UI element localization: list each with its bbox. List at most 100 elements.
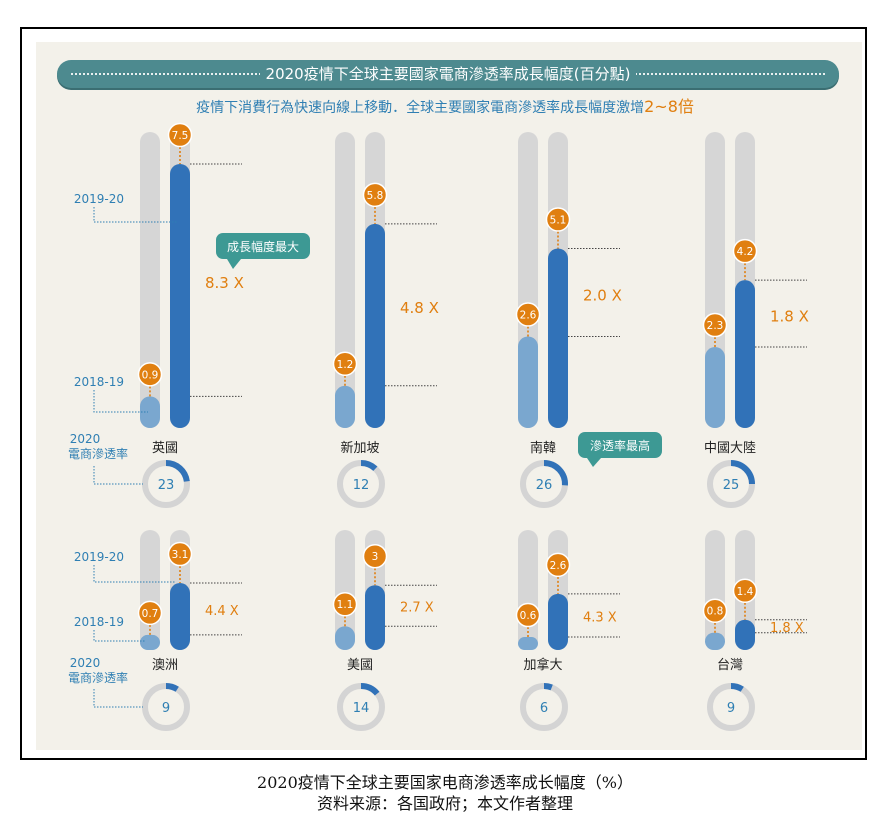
label-2019-20-top-connector [93, 207, 178, 223]
bar-2018-19 [518, 336, 538, 428]
value-bubble-2019-20 [362, 182, 388, 208]
country-label: 英國 [152, 441, 178, 456]
value-bubble-2018-19 [515, 602, 541, 628]
data-label-2019-20: 1.4 [737, 586, 754, 598]
caption-source: 资料来源：各国政府；本文作者整理 [316, 794, 573, 813]
bar-2018-19 [140, 396, 160, 428]
track-2018-19 [335, 530, 355, 650]
bar-2019-20 [548, 593, 568, 650]
penetration-label-line2: 電商滲透率 [68, 446, 128, 461]
caption-title: 2020疫情下全球主要国家电商渗透率成长幅度（%） [257, 773, 633, 792]
donut-arc [543, 460, 568, 486]
donut-arc [730, 683, 744, 692]
penetration-value: 25 [723, 478, 740, 493]
value-bubble-2018-19 [137, 600, 163, 626]
penetration-value: 26 [536, 478, 553, 493]
penetration-value: 6 [540, 701, 548, 716]
penetration-value: 23 [158, 478, 175, 493]
value-bubble-2018-19 [332, 591, 358, 617]
chart-title: 2020疫情下全球主要國家電商滲透率成長幅度(百分點) [259, 65, 637, 83]
title-banner: 2020疫情下全球主要國家電商滲透率成長幅度(百分點) [57, 60, 839, 88]
data-label-2019-20: 5.1 [550, 214, 567, 226]
penetration-value: 9 [727, 701, 735, 716]
data-label-2019-20: 2.6 [550, 560, 567, 572]
bar-2019-20 [365, 223, 385, 428]
penetration-label-line1: 2020 [70, 432, 101, 446]
data-label-2018-19: 1.2 [337, 359, 354, 371]
label-2018-19-bottom-connector [93, 630, 145, 642]
label-2018-19-top: 2018-19 [74, 375, 124, 389]
data-label-2019-20: 3 [372, 551, 379, 563]
penetration-value: 12 [353, 478, 370, 493]
data-label-2019-20: 7.5 [172, 130, 189, 142]
penetration-connector-bottom [93, 689, 143, 708]
country-label: 美國 [347, 658, 373, 673]
value-bubble-2018-19 [702, 598, 728, 623]
country-label: 澳洲 [152, 657, 178, 673]
label-2018-19-bottom: 2018-19 [74, 615, 124, 629]
bar-2019-20 [365, 585, 385, 650]
track-2018-19 [335, 132, 355, 428]
value-bubble-2019-20 [167, 122, 193, 148]
value-bubble-2018-19 [515, 302, 541, 327]
country-label: 加拿大 [523, 657, 562, 673]
value-bubble-2019-20 [732, 578, 758, 604]
penetration-value: 14 [353, 701, 370, 716]
donut-arc [360, 460, 378, 472]
subtitle-main: 疫情下消費行為快速向線上移動．全球主要國家電商滲透率成長幅度激增 [196, 100, 645, 116]
bar-2018-19 [518, 637, 538, 650]
subtitle-highlight: 2~8倍 [644, 97, 694, 116]
track-2018-19 [140, 530, 160, 650]
bar-2019-20 [170, 164, 190, 428]
label-2019-20-bottom: 2019-20 [74, 550, 124, 564]
multiplier-label: 1.8 X [770, 308, 809, 326]
bar-2018-19 [705, 347, 725, 428]
penetration-label-line2: 電商滲透率 [68, 670, 128, 685]
bar-2019-20 [735, 280, 755, 428]
value-bubble-2019-20 [362, 543, 388, 569]
donut-arc [360, 683, 380, 696]
value-bubble-2019-20 [167, 541, 193, 567]
bar-2018-19 [335, 626, 355, 650]
multiplier-label: 1.8 X [770, 621, 804, 636]
data-label-2018-19: 0.6 [520, 610, 537, 622]
penetration-value: 9 [162, 701, 170, 716]
value-bubble-2018-19 [332, 351, 358, 377]
subtitle: 疫情下消費行為快速向線上移動．全球主要國家電商滲透率成長幅度激增2~8倍 [0, 93, 890, 117]
label-2019-20-bottom-connector [93, 565, 176, 583]
country-label: 台灣 [717, 658, 743, 673]
data-label-2019-20: 4.2 [737, 246, 754, 258]
multiplier-label: 4.3 X [583, 610, 617, 625]
country-label: 中國大陸 [704, 440, 756, 456]
label-2018-19-top-connector [93, 390, 148, 413]
donut-arc [543, 683, 553, 691]
multiplier-label: 8.3 X [205, 274, 244, 292]
data-label-2018-19: 2.6 [520, 309, 537, 321]
data-label-2018-19: 0.9 [142, 369, 159, 381]
data-label-2019-20: 5.8 [367, 190, 384, 202]
data-label-2018-19: 0.8 [707, 606, 724, 618]
callout-largest-growth-text: 成長幅度最大 [227, 239, 299, 254]
penetration-connector-top [93, 466, 143, 485]
donut-arc [165, 460, 190, 482]
country-label: 新加坡 [340, 440, 379, 456]
multiplier-label: 2.7 X [400, 601, 434, 616]
bar-2019-20 [735, 619, 755, 650]
multiplier-label: 2.0 X [583, 286, 622, 304]
value-bubble-2019-20 [732, 238, 758, 264]
figure-caption: 2020疫情下全球主要国家电商渗透率成长幅度（%） 资料来源：各国政府；本文作者… [0, 772, 890, 814]
value-bubble-2019-20 [545, 207, 571, 232]
callout-largest-growth-tail [227, 259, 241, 269]
country-label: 南韓 [530, 440, 556, 456]
value-bubble-2019-20 [545, 552, 571, 578]
data-label-2018-19: 2.3 [707, 320, 724, 332]
callout-highest-penetration-box [578, 432, 662, 458]
callout-highest-penetration-text: 滲透率最高 [590, 438, 650, 453]
bar-2018-19 [140, 634, 160, 650]
donut-arc [730, 460, 755, 485]
value-bubble-2018-19 [702, 312, 728, 338]
callout-largest-growth-box [216, 233, 310, 259]
label-2019-20-top: 2019-20 [74, 192, 124, 206]
track-2018-19 [140, 132, 160, 428]
